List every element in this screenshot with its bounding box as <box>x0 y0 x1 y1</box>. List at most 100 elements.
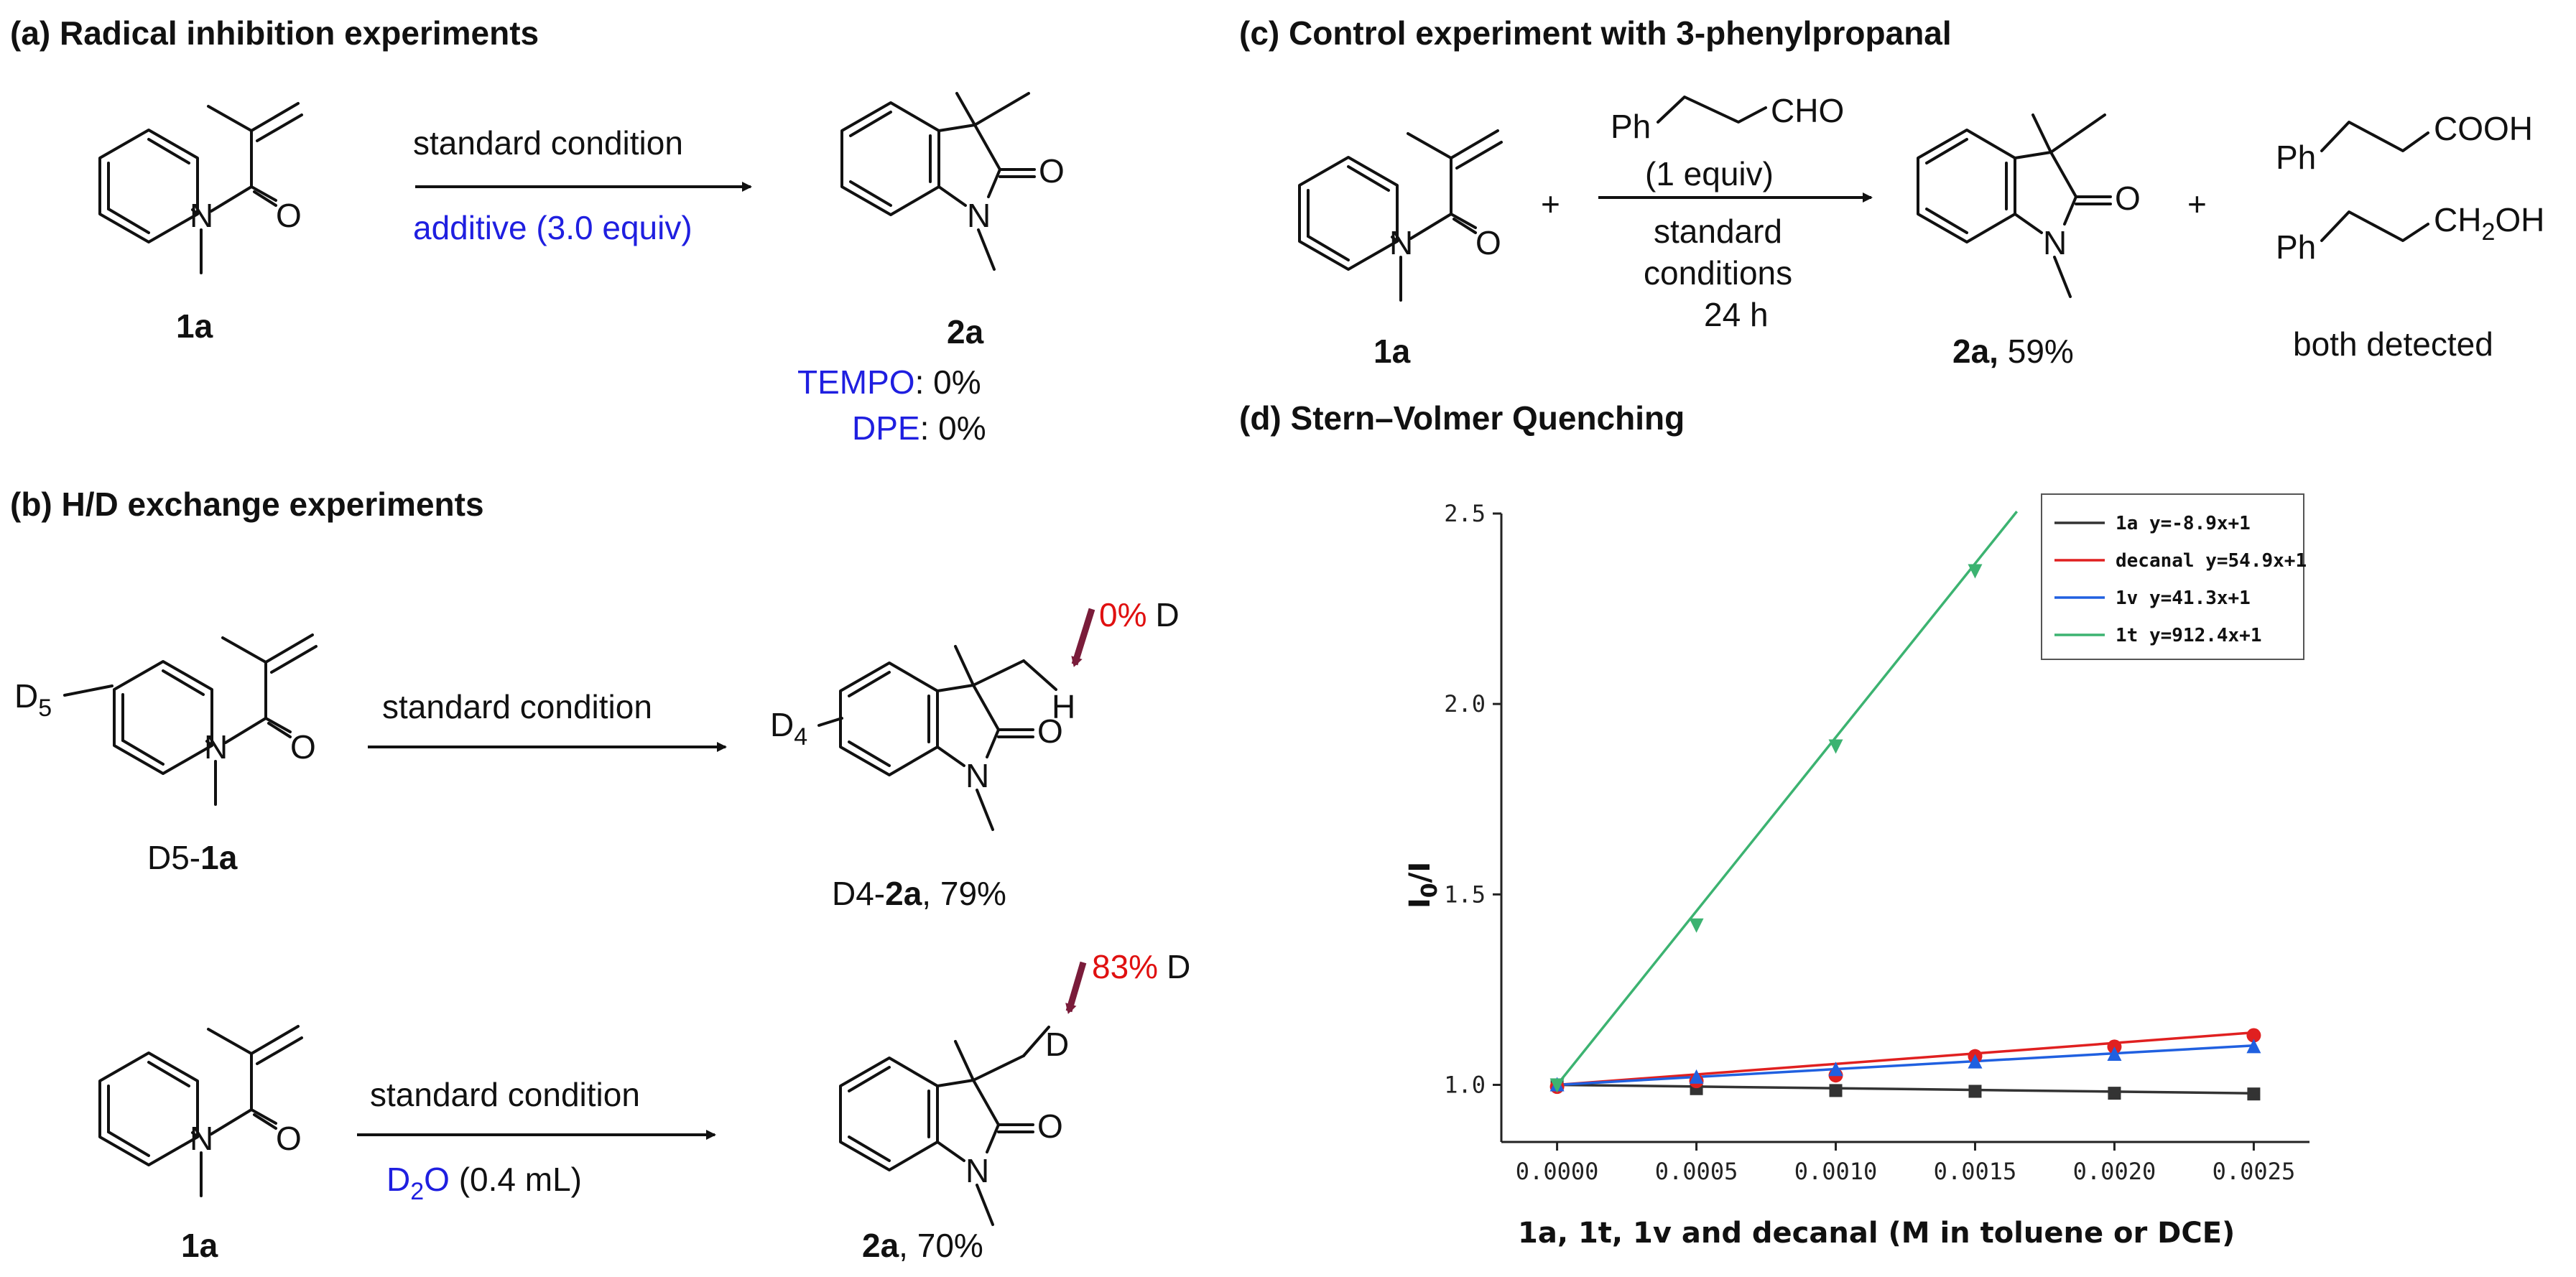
series-fit-line <box>1557 1083 2254 1095</box>
substrate-1a-structure <box>1298 129 1503 302</box>
stern-volmer-chart: 0.0000 0.0005 0.0010 0.0015 0.0020 0.0025 1.0 1… <box>1404 493 2309 1250</box>
series-fit-line <box>1556 511 2019 1086</box>
reagent-ph: Ph <box>1611 108 1651 145</box>
product-2a-structure <box>840 101 1036 271</box>
data-point <box>1689 918 1704 933</box>
legend-box <box>2041 493 2304 660</box>
atom-o: O <box>1037 712 1063 750</box>
atom-o: O <box>276 197 302 234</box>
atom-n: N <box>965 1152 989 1189</box>
additive-text: additive (3.0 equiv) <box>413 209 692 246</box>
atom-o: O <box>290 728 316 766</box>
label-1a: 1a <box>176 307 213 345</box>
deuterium-label-1: 0%D <box>1099 596 1180 633</box>
data-point <box>1968 564 1983 579</box>
x-tick-label: 0.0000 <box>1516 1158 1599 1185</box>
legend-entry: decanal y=54.9x+1 <box>2116 550 2307 572</box>
legend-entry: 1t y=912.4x+1 <box>2116 625 2262 646</box>
y-tick-label: 1.5 <box>1444 881 1486 908</box>
deuterium-arrow <box>1065 961 1087 1014</box>
section-b-title: (b) H/D exchange experiments <box>10 486 484 523</box>
series-fit-line <box>1557 1044 2254 1087</box>
label-2a: 2a <box>947 313 984 350</box>
label-1a: 1a <box>1373 333 1411 370</box>
x-tick-label: 0.0015 <box>1934 1158 2017 1185</box>
atom-n: N <box>967 197 991 234</box>
acid-chain <box>2320 121 2429 152</box>
data-point <box>2108 1087 2121 1100</box>
byproduct-note: both detected <box>2293 325 2493 363</box>
substrate-1a-structure <box>98 102 303 274</box>
atom-n: N <box>2043 224 2067 261</box>
legend-entry: 1a y=-8.9x+1 <box>2116 513 2251 534</box>
y-tick-label: 2.5 <box>1444 500 1486 527</box>
substrate-1a-structure <box>98 1025 303 1197</box>
condition-line-3: 24 h <box>1704 296 1769 333</box>
byproduct-ph-2: Ph <box>2276 228 2316 266</box>
atom-n: N <box>965 757 989 794</box>
data-point <box>1689 1069 1704 1084</box>
condition-line-1: standard <box>1654 213 1782 250</box>
atom-n: N <box>190 197 213 234</box>
condition-text: standard condition <box>370 1076 640 1113</box>
byproduct-acid: COOH <box>2434 110 2533 147</box>
section-a-title: (a) Radical inhibition experiments <box>10 14 539 52</box>
data-point <box>1829 1084 1843 1097</box>
label-2a-59: 2a, 59% <box>1952 333 2074 370</box>
label-d4-2a: D4-2a, 79% <box>832 875 1006 912</box>
label-1a: 1a <box>181 1227 218 1264</box>
atom-n: N <box>190 1120 213 1157</box>
x-tick-label: 0.0020 <box>2073 1158 2156 1185</box>
data-point <box>2246 1039 2261 1054</box>
atom-h: H <box>1052 688 1075 725</box>
atom-o: O <box>1039 152 1065 190</box>
plus-sign: + <box>1541 185 1560 223</box>
alcohol-chain <box>2320 210 2429 242</box>
atom-d: D <box>1045 1026 1069 1063</box>
atom-o: O <box>1037 1107 1063 1145</box>
x-tick-label: 0.0025 <box>2213 1158 2296 1185</box>
y-tick-label: 1.0 <box>1444 1071 1486 1098</box>
x-tick-label: 0.0005 <box>1655 1158 1738 1185</box>
atom-o: O <box>2115 180 2141 217</box>
section-d-title: (d) Stern–Volmer Quenching <box>1239 399 1685 437</box>
data-point <box>1549 1078 1565 1093</box>
data-point <box>2247 1087 2261 1101</box>
data-point <box>1968 1085 1982 1098</box>
deuterium-label-2: 83%D <box>1092 948 1190 985</box>
data-point <box>1968 1054 1983 1069</box>
condition-text: standard condition <box>382 688 652 725</box>
data-point <box>1828 1062 1843 1077</box>
condition-line-2: conditions <box>1644 254 1792 292</box>
reagent-cho: CHO <box>1771 92 1844 129</box>
data-point <box>1828 739 1843 754</box>
x-tick-label: 0.0010 <box>1794 1158 1878 1185</box>
d5-label: D5 <box>14 677 52 722</box>
atom-n: N <box>204 728 228 766</box>
product-2a-structure <box>1917 129 2112 298</box>
d4-label: D4 <box>770 706 807 751</box>
x-axis-label: 1a, 1t, 1v and decanal (M in toluene or … <box>1518 1217 2235 1250</box>
substrate-d5-1a-structure <box>113 633 318 806</box>
reagent-d2o: D2O (0.4 mL) <box>386 1161 582 1205</box>
label-2a-70: 2a, 70% <box>862 1227 983 1264</box>
y-axis-label: I0/I <box>1404 862 1442 909</box>
atom-n: N <box>1389 224 1413 261</box>
deuterium-arrow <box>1071 608 1095 667</box>
series-fit-line <box>1557 1031 2254 1087</box>
reagent-equiv: (1 equiv) <box>1645 155 1774 192</box>
propyl-chain <box>1657 96 1767 124</box>
product-2a-deuterated-structure <box>839 1057 1034 1226</box>
atom-o: O <box>1475 224 1501 261</box>
data-point <box>2246 1028 2261 1043</box>
condition-text: standard condition <box>413 124 683 162</box>
result-tempo: TEMPO: 0% <box>797 363 981 401</box>
section-c-title: (c) Control experiment with 3-phenylprop… <box>1239 14 1952 52</box>
legend: 1a y=-8.9x+1 decanal y=54.9x+1 1v y=41.3x+… <box>2041 493 2307 660</box>
y-tick-label: 2.0 <box>1444 690 1486 718</box>
byproduct-ph-1: Ph <box>2276 139 2316 176</box>
byproduct-alcohol: CH2OH <box>2434 201 2544 246</box>
atom-o: O <box>276 1120 302 1157</box>
legend-entry: 1v y=41.3x+1 <box>2116 588 2251 609</box>
